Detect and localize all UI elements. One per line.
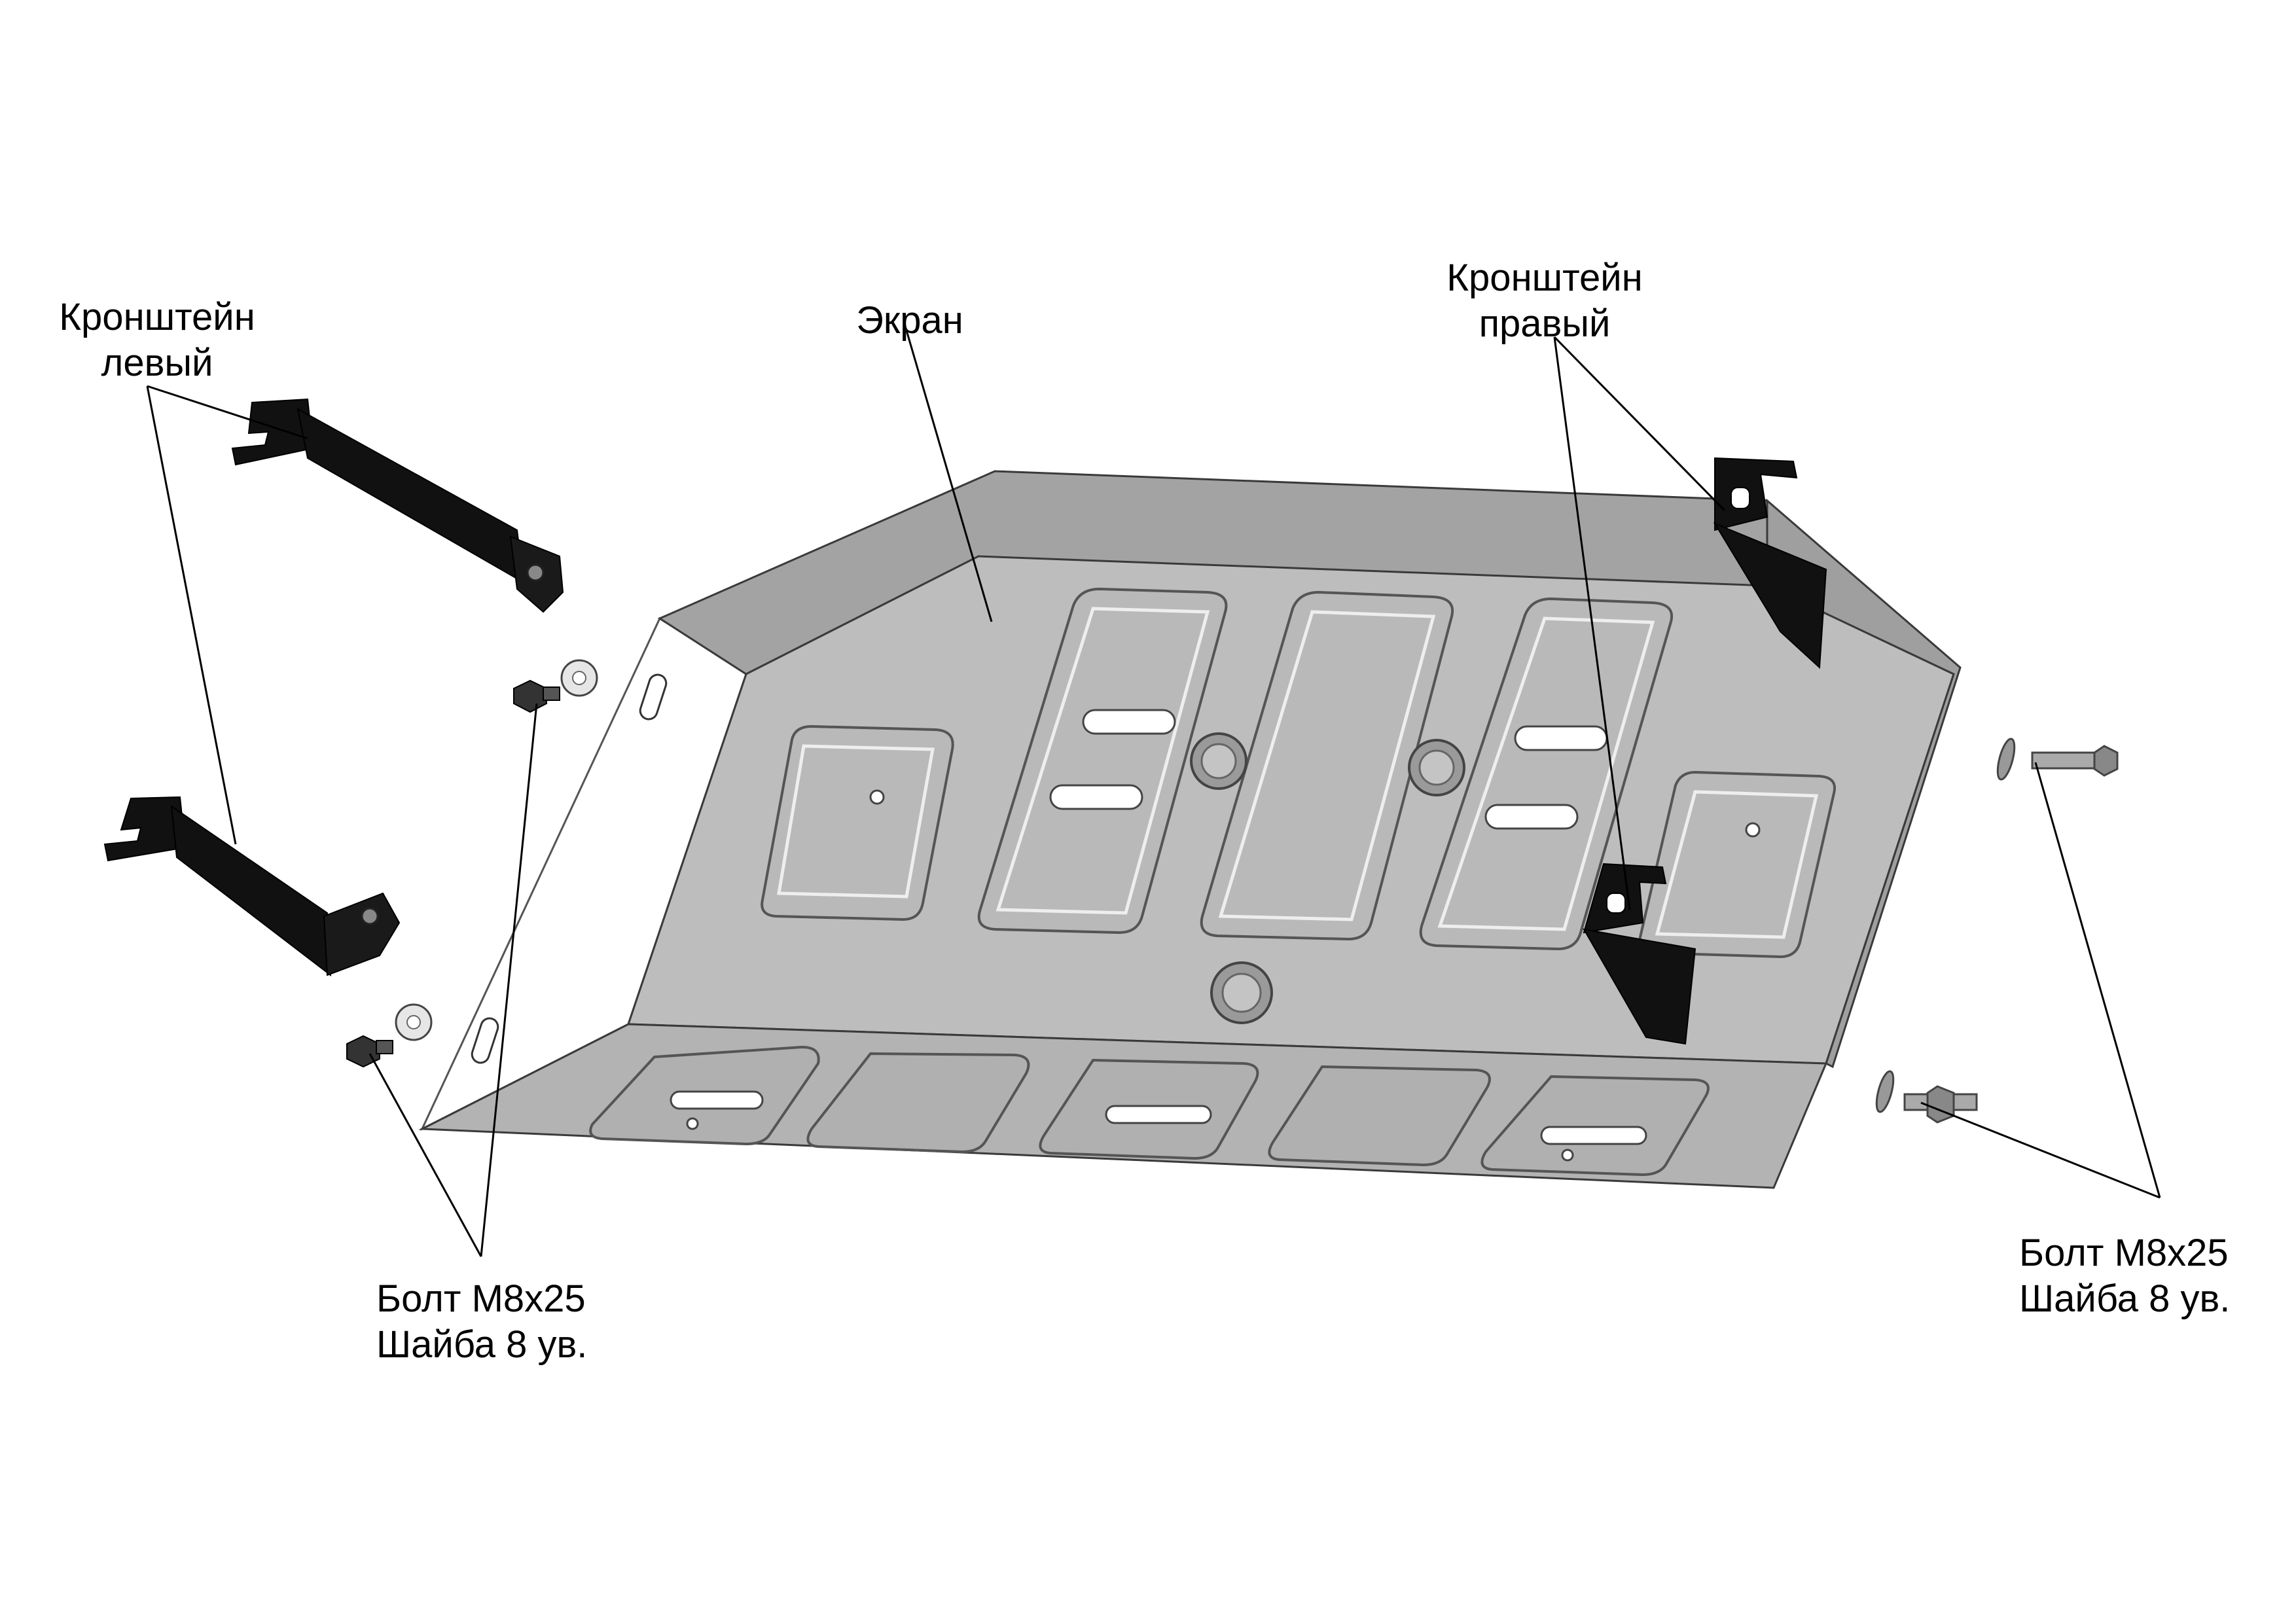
fasteners-left-upper bbox=[513, 659, 598, 713]
label-fasteners-left: Болт М8х25 Шайба 8 ув. bbox=[376, 1276, 651, 1368]
bracket-left-upper bbox=[231, 398, 564, 613]
plate-left-slot-top bbox=[639, 673, 668, 721]
leader-fasteners-left-lower bbox=[368, 1053, 482, 1257]
bracket-left-lower bbox=[103, 796, 401, 977]
label-fasteners-right: Болт М8х25 Шайба 8 ув. bbox=[2019, 1230, 2281, 1322]
leader-fasteners-right-lower bbox=[1920, 1101, 2161, 1199]
leader-lines bbox=[146, 330, 2161, 1257]
label-screen: Экран bbox=[785, 298, 1034, 344]
plate-window-2 bbox=[977, 587, 1228, 935]
label-fasteners-right-line2: Шайба 8 ув. bbox=[2019, 1277, 2231, 1320]
plate-window-3 bbox=[1200, 590, 1454, 941]
screen-plate bbox=[418, 470, 1962, 1189]
plate-flange-slots bbox=[670, 1090, 1647, 1162]
bracket-right-upper bbox=[1713, 457, 1827, 669]
fasteners-right-upper bbox=[1996, 738, 2119, 781]
label-fasteners-left-line2: Шайба 8 ув. bbox=[376, 1323, 588, 1366]
label-bracket-right-line1: Кронштейн bbox=[1446, 257, 1643, 299]
plate-bosses bbox=[1190, 732, 1465, 1024]
label-fasteners-right-line1: Болт М8х25 bbox=[2019, 1232, 2229, 1274]
label-bracket-right: Кронштейн правый bbox=[1414, 255, 1676, 347]
plate-slots bbox=[1049, 709, 1608, 830]
label-fasteners-left-line1: Болт М8х25 bbox=[376, 1277, 586, 1320]
plate-window-rims bbox=[777, 607, 1819, 939]
fasteners-right-lower bbox=[1875, 1070, 1978, 1124]
label-bracket-right-line2: правый bbox=[1479, 302, 1611, 345]
leader-bracket-right-upper bbox=[1553, 336, 1726, 512]
plate-window-1 bbox=[761, 724, 954, 921]
leader-fasteners-left-upper bbox=[480, 703, 538, 1257]
leader-screen bbox=[905, 330, 993, 622]
leader-bracket-left-upper bbox=[147, 385, 308, 440]
label-bracket-left-line1: Кронштейн bbox=[59, 296, 255, 338]
leader-bracket-right-lower bbox=[1553, 336, 1631, 910]
label-bracket-left: Кронштейн левый bbox=[26, 294, 288, 386]
bracket-right-lower bbox=[1583, 863, 1696, 1045]
label-bracket-left-line2: левый bbox=[101, 342, 213, 384]
leader-bracket-left-lower bbox=[146, 385, 237, 845]
label-screen-line1: Экран bbox=[856, 299, 963, 342]
leader-fasteners-right-upper bbox=[2034, 762, 2161, 1198]
plate-left-slot-bottom bbox=[471, 1017, 499, 1064]
fasteners-left-lower bbox=[346, 1003, 433, 1068]
plate-window-4 bbox=[1419, 597, 1674, 951]
plate-small-holes bbox=[869, 789, 1761, 838]
